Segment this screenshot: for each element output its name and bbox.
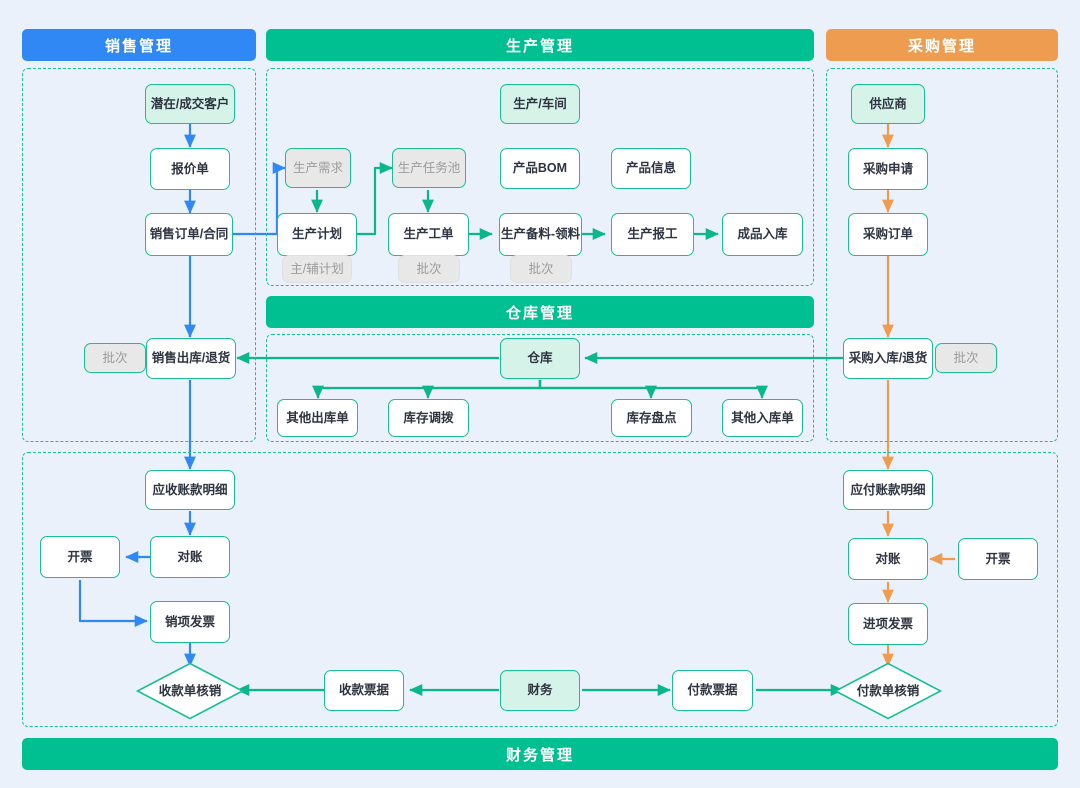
header-purchase[interactable]: 采购管理	[826, 29, 1058, 61]
node-work-order[interactable]: 生产工单	[388, 213, 469, 256]
node-quotation[interactable]: 报价单	[150, 148, 230, 190]
node-ap-detail[interactable]: 应付账款明细	[843, 470, 933, 510]
node-main-sub-plan-tag[interactable]: 主/辅计划	[282, 255, 352, 283]
node-production-plan[interactable]: 生产计划	[277, 213, 357, 256]
node-payment-settlement[interactable]: 付款单核销	[834, 662, 942, 720]
node-sales-batch-tag[interactable]: 批次	[84, 343, 146, 373]
frame-warehouse	[266, 334, 814, 442]
node-stock-transfer[interactable]: 库存调拨	[388, 399, 469, 437]
node-potential-customer[interactable]: 潜在/成交客户	[145, 84, 235, 124]
node-purchase-batch-tag[interactable]: 批次	[935, 343, 997, 373]
node-finance-center[interactable]: 财务	[500, 670, 580, 711]
node-material-batch-tag[interactable]: 批次	[510, 255, 572, 283]
frame-purchase	[826, 68, 1058, 442]
node-receipt-settlement-label: 收款单核销	[158, 683, 222, 698]
node-other-outbound[interactable]: 其他出库单	[277, 399, 358, 437]
node-payment-settlement-label: 付款单核销	[856, 683, 920, 698]
header-production[interactable]: 生产管理	[266, 29, 814, 61]
node-supplier[interactable]: 供应商	[851, 84, 925, 124]
node-product-info[interactable]: 产品信息	[611, 148, 691, 189]
node-stock-count[interactable]: 库存盘点	[611, 399, 692, 437]
node-receipt-settlement[interactable]: 收款单核销	[136, 662, 244, 720]
node-output-invoice[interactable]: 销项发票	[150, 601, 230, 643]
node-ar-reconciliation[interactable]: 对账	[150, 536, 230, 578]
node-ap-invoicing[interactable]: 开票	[958, 538, 1038, 580]
diamond-shape-icon	[834, 662, 942, 720]
node-sales-outbound[interactable]: 销售出库/退货	[146, 338, 236, 379]
node-product-bom[interactable]: 产品BOM	[500, 148, 580, 189]
node-ap-reconciliation[interactable]: 对账	[848, 538, 928, 580]
header-warehouse[interactable]: 仓库管理	[266, 296, 814, 328]
node-ar-detail[interactable]: 应收账款明细	[145, 470, 235, 510]
frame-sales	[22, 68, 256, 442]
node-workshop[interactable]: 生产/车间	[500, 84, 580, 124]
node-sales-order[interactable]: 销售订单/合同	[145, 213, 233, 256]
node-purchase-order[interactable]: 采购订单	[848, 213, 928, 256]
node-warehouse[interactable]: 仓库	[500, 338, 580, 379]
node-other-inbound[interactable]: 其他入库单	[722, 399, 803, 437]
node-receipt-document[interactable]: 收款票据	[324, 670, 404, 711]
header-finance[interactable]: 财务管理	[22, 738, 1058, 770]
node-task-pool[interactable]: 生产任务池	[392, 148, 466, 188]
node-input-invoice[interactable]: 进项发票	[848, 603, 928, 645]
diamond-shape-icon	[136, 662, 244, 720]
node-ar-invoicing[interactable]: 开票	[40, 536, 120, 578]
node-work-order-batch-tag[interactable]: 批次	[398, 255, 460, 283]
frame-finance	[22, 452, 1058, 727]
node-production-report[interactable]: 生产报工	[611, 213, 694, 256]
node-payment-document[interactable]: 付款票据	[672, 670, 753, 711]
node-finished-goods-inbound[interactable]: 成品入库	[722, 213, 803, 256]
header-sales[interactable]: 销售管理	[22, 29, 256, 61]
frame-production	[266, 68, 814, 286]
node-purchase-inbound[interactable]: 采购入库/退货	[843, 338, 933, 379]
node-purchase-request[interactable]: 采购申请	[848, 148, 928, 190]
node-production-demand[interactable]: 生产需求	[285, 148, 351, 188]
node-material-prep[interactable]: 生产备料-领料	[499, 213, 582, 256]
